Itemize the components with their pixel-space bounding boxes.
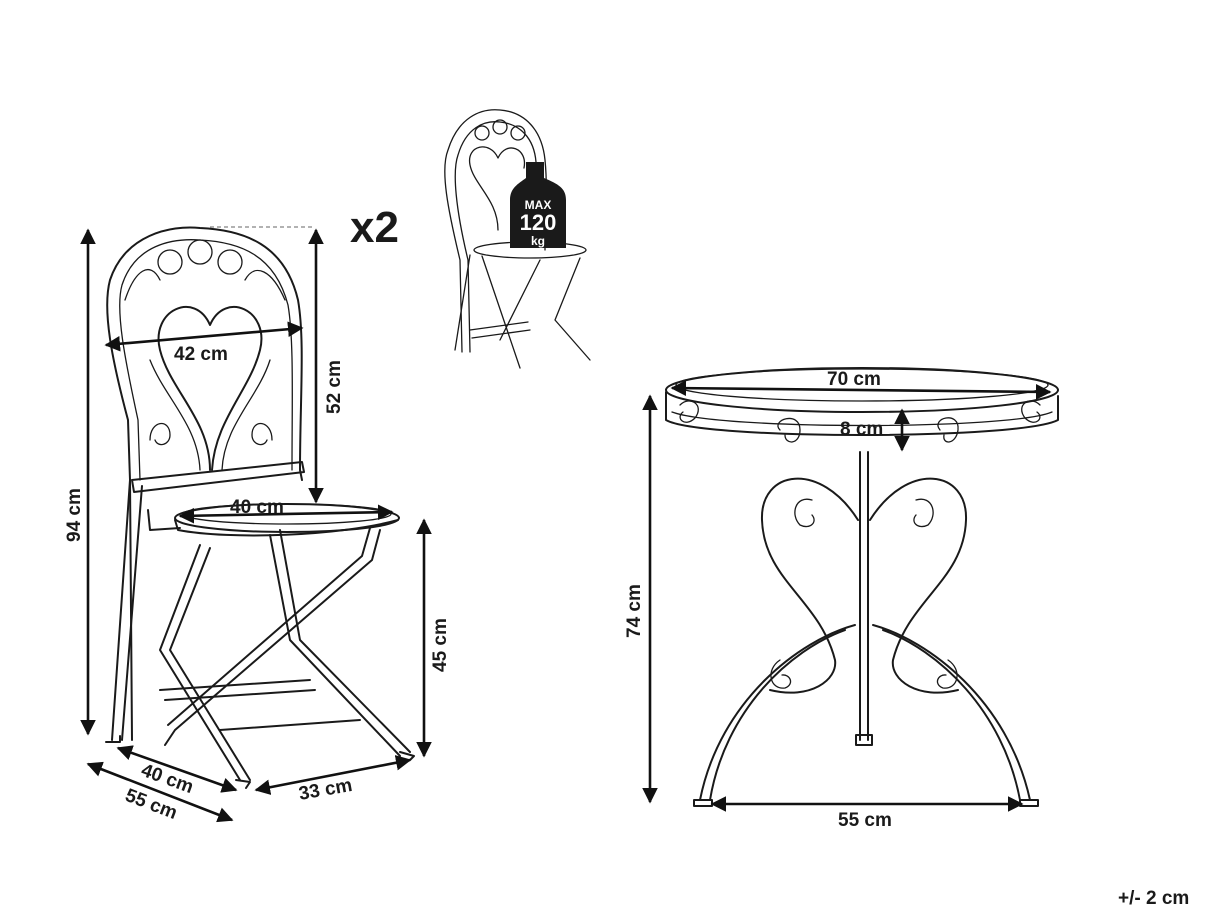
seat-diameter-label: 40 cm bbox=[230, 497, 284, 518]
table-dimensions bbox=[642, 380, 1052, 812]
table-diameter-label: 70 cm bbox=[827, 369, 881, 390]
total-height-label: 94 cm bbox=[64, 488, 85, 542]
small-chair-drawing: MAX 120 kg bbox=[444, 109, 591, 369]
badge-weight-value: 120 bbox=[520, 210, 557, 235]
chair-drawing bbox=[105, 226, 415, 789]
chair-dimensions bbox=[80, 226, 432, 823]
quantity-label: x2 bbox=[350, 203, 399, 252]
table-apron-height-label: 8 cm bbox=[840, 419, 883, 440]
table-height-label: 74 cm bbox=[624, 584, 645, 638]
tolerance-note: +/- 2 cm bbox=[1118, 888, 1189, 909]
badge-max-text: MAX bbox=[525, 198, 552, 212]
badge-unit-text: kg bbox=[531, 234, 545, 248]
backrest-height-label: 52 cm bbox=[324, 360, 345, 414]
backrest-width-label: 42 cm bbox=[174, 344, 228, 365]
table-dimension-labels: 70 cm 8 cm 74 cm 55 cm bbox=[624, 369, 892, 831]
seat-height-label: 45 cm bbox=[430, 618, 451, 672]
table-base-width-label: 55 cm bbox=[838, 810, 892, 831]
max-weight-badge: MAX 120 kg bbox=[510, 162, 566, 248]
table-drawing bbox=[665, 367, 1059, 807]
